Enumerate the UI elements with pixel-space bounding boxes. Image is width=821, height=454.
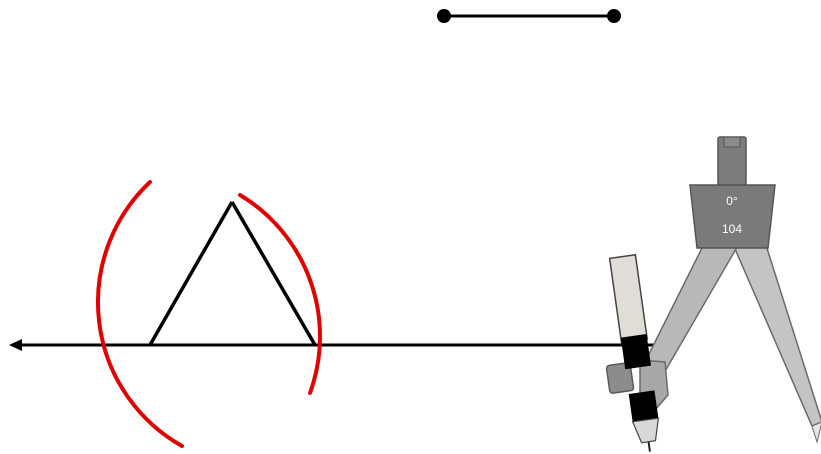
pencil-grip-lower <box>628 390 659 422</box>
compass-angle-readout: 0° <box>726 194 738 208</box>
compass-radius-readout: 104 <box>722 222 742 236</box>
compass-head[interactable] <box>689 184 776 249</box>
arc-centered-right-point[interactable] <box>96 180 184 448</box>
reference-segment-start-dot-icon[interactable] <box>437 9 451 23</box>
triangle-side-left <box>148 201 234 346</box>
triangle-side-right <box>230 201 317 346</box>
equilateral-triangle[interactable] <box>148 201 317 346</box>
reference-segment-end-dot-icon[interactable] <box>607 9 621 23</box>
pencil-tip <box>631 417 660 444</box>
pencil-grip-upper <box>620 333 651 370</box>
construction-arcs <box>96 180 322 448</box>
arrow-left-icon <box>9 339 22 351</box>
compass-handle-cap <box>723 136 741 148</box>
base-ray[interactable] <box>9 339 660 351</box>
reference-segment[interactable] <box>437 9 621 23</box>
compass-needle-leg[interactable] <box>730 241 821 427</box>
compass-pencil <box>608 253 660 452</box>
compass-icon[interactable]: 0° 104 <box>605 136 821 453</box>
compass-pencil-leg[interactable] <box>638 241 742 381</box>
compass-needle-tip <box>811 421 821 444</box>
pencil-body <box>608 253 649 344</box>
pencil-lead <box>647 441 651 452</box>
compass-clamp-knob[interactable] <box>605 362 635 394</box>
arc-centered-left-point[interactable] <box>238 193 322 395</box>
